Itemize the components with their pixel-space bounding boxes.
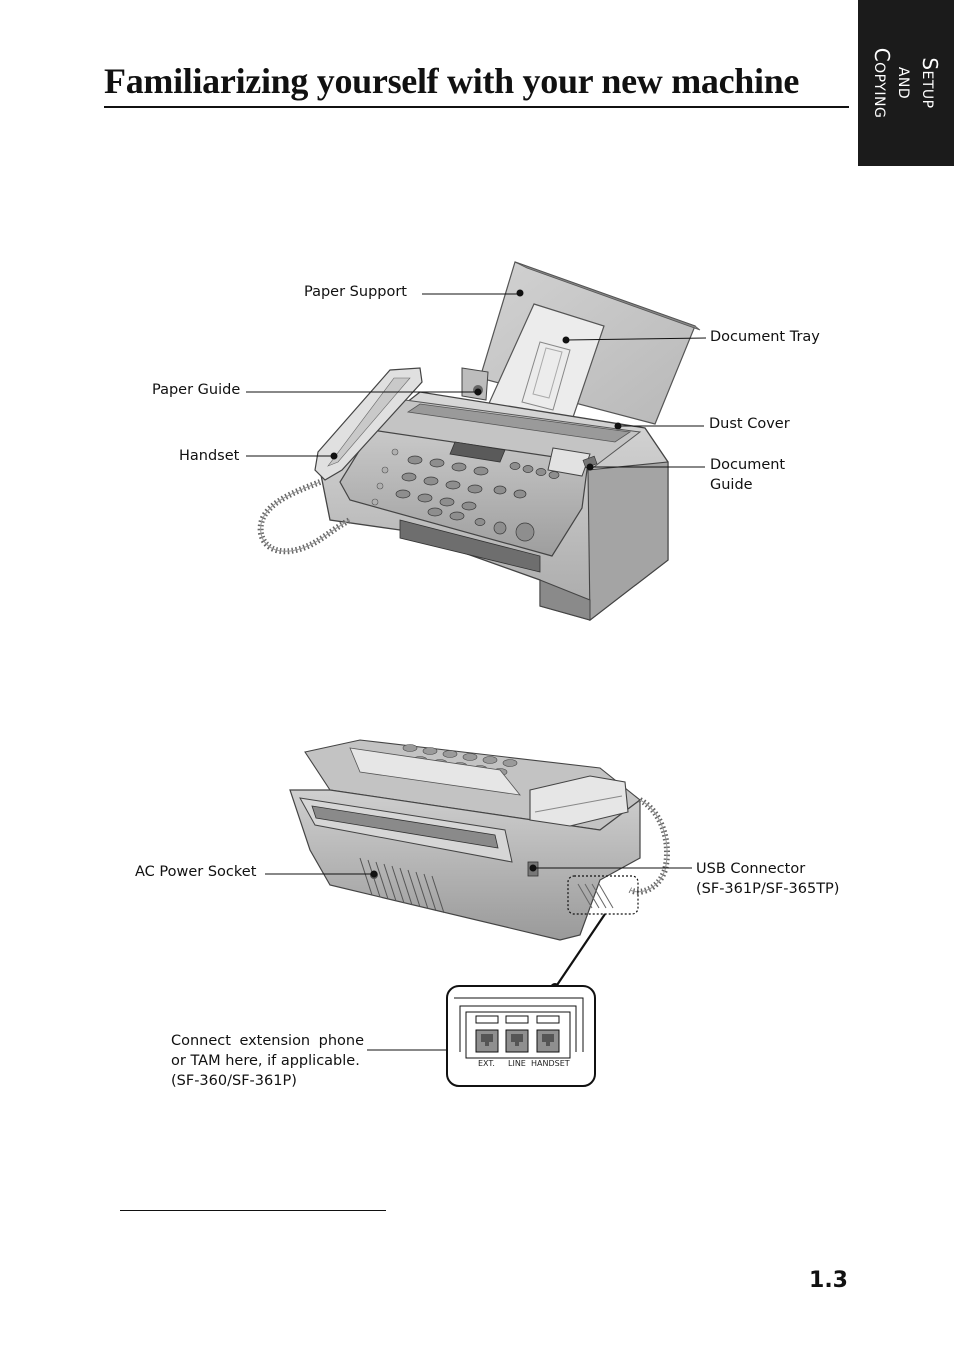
label-extension-phone-note: Connect extension phone or TAM here, if … [171, 1031, 364, 1091]
fax-rear-view [289, 739, 671, 941]
jack-panel: EXT. LINE HANDSET [446, 985, 596, 1087]
page-title: Familiarizing yourself with your new mac… [104, 58, 849, 108]
note-line-3: (SF-360/SF-361P) [171, 1073, 297, 1089]
jack-label-line: LINE [508, 1059, 526, 1068]
jack-handset [536, 1029, 560, 1053]
jack-label-handset: HANDSET [531, 1059, 570, 1068]
jack-line [505, 1029, 529, 1053]
note-line-2: or TAM here, if applicable. [171, 1053, 360, 1069]
jack-label-ext: EXT. [478, 1059, 495, 1068]
footnote-divider [120, 1210, 386, 1211]
fax-front-view [257, 261, 701, 622]
label-ac-power-socket: AC Power Socket [135, 864, 257, 880]
note-line-1: Connect extension phone [171, 1033, 364, 1049]
front-callouts [246, 289, 707, 471]
label-document-tray: Document Tray [710, 329, 820, 345]
label-usb-connector: USB Connector (SF-361P/SF-365TP) [696, 861, 840, 897]
label-handset: Handset [179, 448, 240, 464]
label-paper-guide: Paper Guide [152, 382, 241, 398]
page-number: 1.3 [809, 1268, 848, 1293]
jack-ext [475, 1029, 499, 1053]
label-dust-cover: Dust Cover [709, 416, 790, 432]
label-document-guide: Document Guide [710, 457, 786, 493]
section-tab: Setup and Copying [858, 0, 954, 166]
label-paper-support: Paper Support [304, 284, 407, 300]
